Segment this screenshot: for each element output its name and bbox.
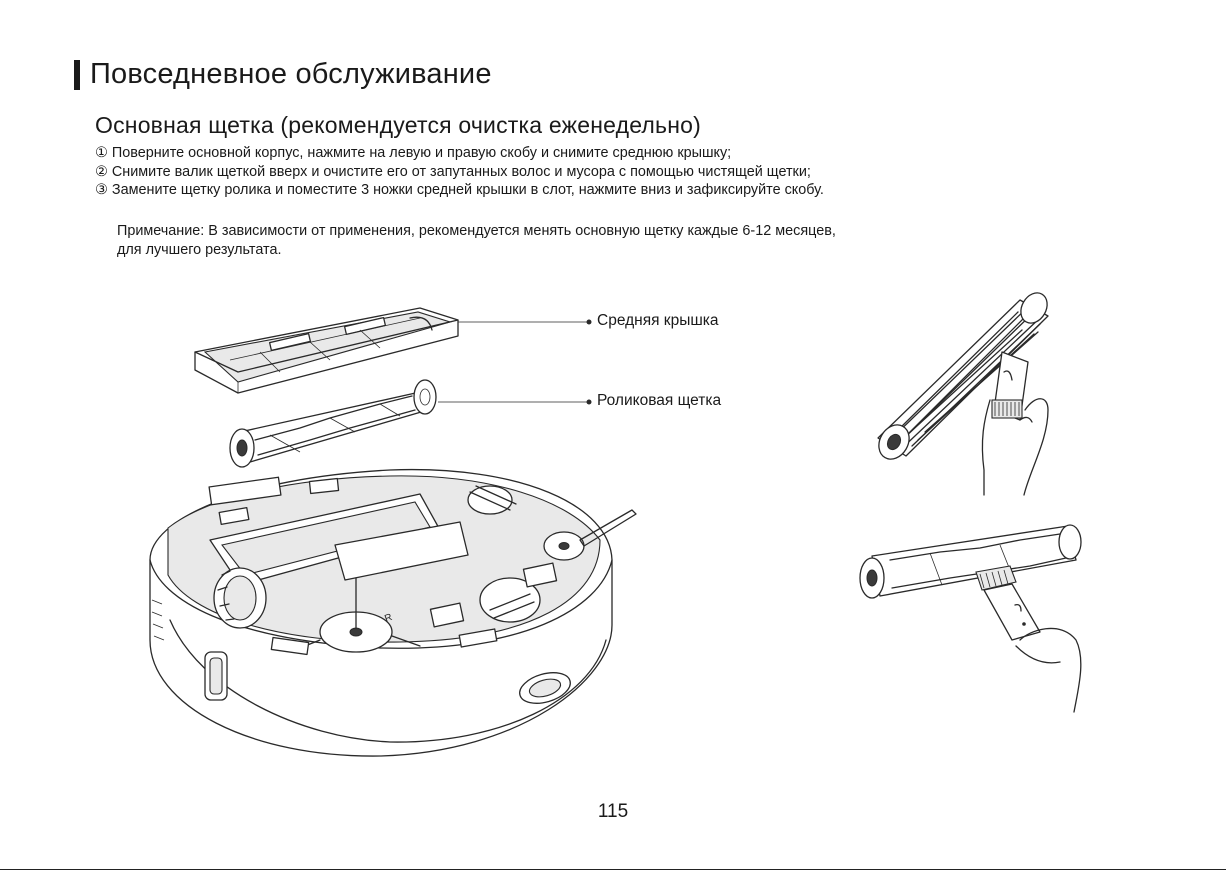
wheel-side-mark: R bbox=[383, 612, 394, 625]
section-title: Основная щетка (рекомендуется очистка еж… bbox=[95, 112, 701, 138]
step-2: ② Снимите валик щеткой вверх и очистите … bbox=[95, 163, 811, 180]
note-line-2: для лучшего результата. bbox=[117, 241, 282, 258]
title-accent-bar bbox=[74, 59, 80, 90]
callout-roller-brush: Роликовая щетка bbox=[597, 392, 722, 409]
page-title: Повседневное обслуживание bbox=[90, 58, 492, 90]
bottom-rule bbox=[0, 869, 1226, 870]
callout-dot-roller-brush bbox=[586, 399, 592, 405]
page-number: 115 bbox=[597, 801, 629, 822]
roller-brush-drawing bbox=[229, 379, 437, 468]
note: Примечание: В зависимости от применения,… bbox=[117, 222, 997, 259]
steps-list: ① Поверните основной корпус, нажмите на … bbox=[95, 144, 824, 200]
cleaning-tool-illustration-2 bbox=[859, 524, 1082, 713]
middle-cover-drawing bbox=[194, 307, 459, 394]
callout-dot-middle-cover bbox=[586, 319, 592, 325]
note-line-1: Примечание: В зависимости от применения,… bbox=[117, 223, 836, 239]
cleaning-tool-illustration-1 bbox=[877, 292, 1049, 496]
step-1: ① Поверните основной корпус, нажмите на … bbox=[95, 145, 732, 161]
step-3: ③ Замените щетку ролика и поместите 3 но… bbox=[95, 182, 824, 198]
robot-vacuum-drawing: R bbox=[149, 468, 637, 757]
page-title-block: Повседневное обслуживание bbox=[74, 58, 492, 91]
callout-middle-cover: Средняя крышка bbox=[597, 312, 719, 329]
